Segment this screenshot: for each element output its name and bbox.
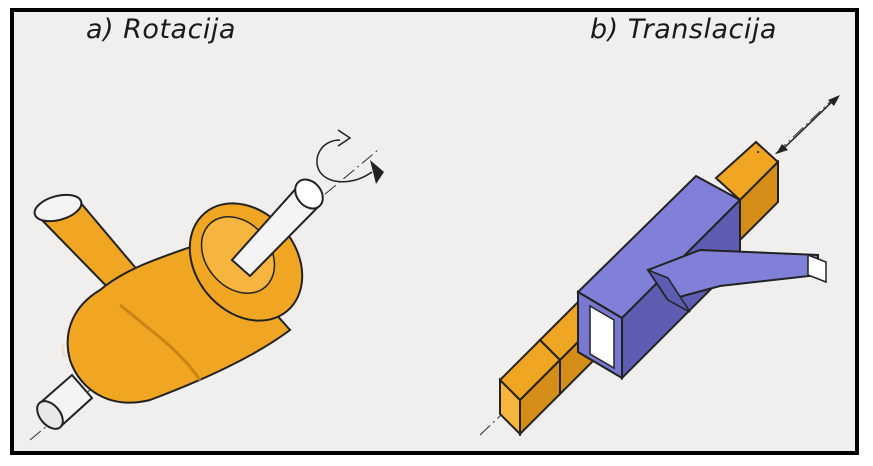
lower-bar-end bbox=[499, 377, 521, 437]
rotation-arrow-icon bbox=[316, 129, 384, 184]
translation-arrow-icon bbox=[776, 95, 840, 154]
upper-shaft-end bbox=[294, 178, 324, 210]
translation-joint bbox=[479, 95, 840, 437]
rotation-label: a) Rotacija bbox=[86, 14, 236, 45]
translation-label: b) Translacija bbox=[590, 14, 777, 45]
cone-arm-top bbox=[33, 193, 83, 223]
joint-body-shade bbox=[119, 303, 202, 381]
rotation-joint bbox=[29, 129, 384, 441]
wedge-arm-end bbox=[807, 253, 827, 284]
lower-shaft-end bbox=[36, 400, 64, 430]
wedge-arm-shade bbox=[646, 268, 691, 313]
slider-opening bbox=[589, 304, 615, 370]
